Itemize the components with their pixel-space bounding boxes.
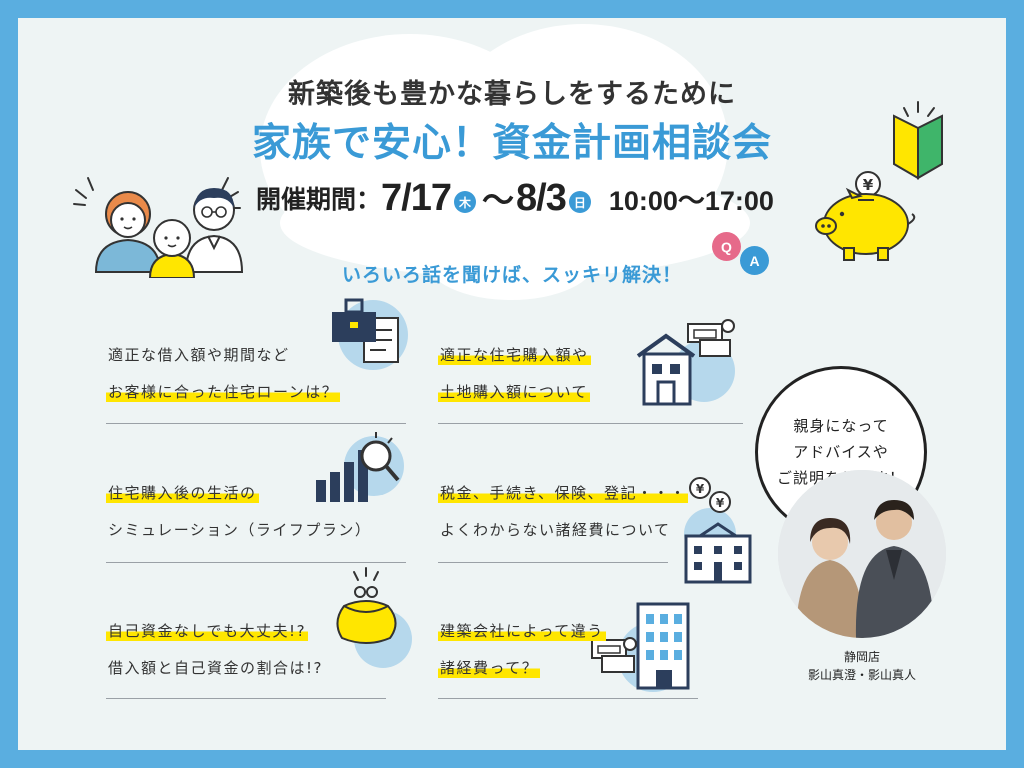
briefcase-document-icon	[332, 298, 399, 363]
divider	[438, 423, 743, 424]
office-building-money-icon	[591, 602, 690, 690]
divider	[438, 562, 668, 563]
coin-yen-symbol: ¥	[716, 496, 725, 510]
house-money-icon	[636, 319, 735, 406]
flyer-panel: 新築後も豊かな暮らしをするために 家族で安心！資金計画相談会 開催期間： 7/1…	[18, 18, 1006, 750]
topic-item: 建築会社によって違う 諸経費って？	[438, 620, 606, 678]
topic-line-highlight: 税金、手続き、保険、登記・・・	[438, 482, 689, 503]
staff-store: 静岡店	[843, 650, 880, 664]
staff-photo	[778, 470, 946, 638]
start-date: 7/17	[381, 176, 452, 219]
staff-names: 影山真澄・影山真人	[807, 668, 916, 682]
end-day-badge: 日	[568, 191, 591, 213]
event-period: 開催期間： 7/17 木 ～ 8/3 日 10:00～17:00	[256, 176, 774, 220]
event-title: 家族で安心！資金計画相談会	[251, 121, 772, 166]
topic-line-highlight: お客様に合った住宅ローンは？	[106, 381, 341, 402]
piggy-bank-icon: ¥	[815, 171, 916, 261]
topic-item: 適正な借入額や期間など お客様に合った住宅ローンは？	[106, 344, 341, 402]
topic-line: よくわからない諸経費について	[440, 521, 671, 539]
topic-item: 税金、手続き、保険、登記・・・ よくわからない諸経費について	[438, 482, 689, 540]
beginner-mark-icon	[893, 101, 943, 180]
coin-yen-symbol: ¥	[863, 176, 874, 194]
topic-line: シミュレーション（ライフプラン）	[108, 521, 372, 539]
divider	[106, 423, 406, 424]
coin-building-icon: ¥ ¥	[684, 477, 752, 584]
bar-chart-magnifier-icon	[316, 432, 400, 502]
topic-line-highlight: 土地購入額について	[438, 381, 591, 402]
topic-line-highlight: 諸経費って？	[438, 657, 541, 678]
staff-illustration	[778, 470, 946, 638]
topic-line: 借入額と自己資金の割合は!?	[108, 659, 323, 677]
speech-line: アドバイスや	[793, 443, 889, 461]
coin-yen-symbol: ¥	[696, 482, 705, 496]
event-subtitle: 新築後も豊かな暮らしをするために	[288, 79, 736, 110]
header-cloud	[426, 220, 596, 300]
q-badge: Q	[712, 232, 741, 261]
divider	[106, 562, 406, 563]
divider	[438, 698, 698, 699]
start-day-badge: 木	[453, 191, 476, 213]
topic-item: 住宅購入後の生活の シミュレーション（ライフプラン）	[106, 482, 373, 540]
topic-item: 適正な住宅購入額や 土地購入額について	[438, 344, 591, 402]
period-separator: ～	[481, 181, 514, 219]
purse-icon	[336, 567, 397, 644]
event-time: 10:00～17:00	[608, 185, 774, 216]
speech-line: 親身になって	[793, 417, 889, 435]
topic-line-highlight: 適正な住宅購入額や	[438, 344, 591, 365]
tagline: いろいろ話を聞けば、スッキリ解決！	[341, 264, 682, 286]
divider	[106, 698, 386, 699]
topic-line-highlight: 住宅購入後の生活の	[106, 482, 259, 503]
end-date: 8/3	[516, 176, 567, 219]
topic-line: 適正な借入額や期間など	[108, 346, 290, 364]
topic-item: 自己資金なしでも大丈夫!? 借入額と自己資金の割合は!?	[106, 620, 325, 678]
family-icon	[73, 177, 243, 278]
topic-line-highlight: 自己資金なしでも大丈夫!?	[106, 620, 309, 641]
period-label: 開催期間：	[256, 185, 382, 214]
a-badge: A	[740, 246, 769, 275]
topic-line-highlight: 建築会社によって違う	[438, 620, 606, 641]
